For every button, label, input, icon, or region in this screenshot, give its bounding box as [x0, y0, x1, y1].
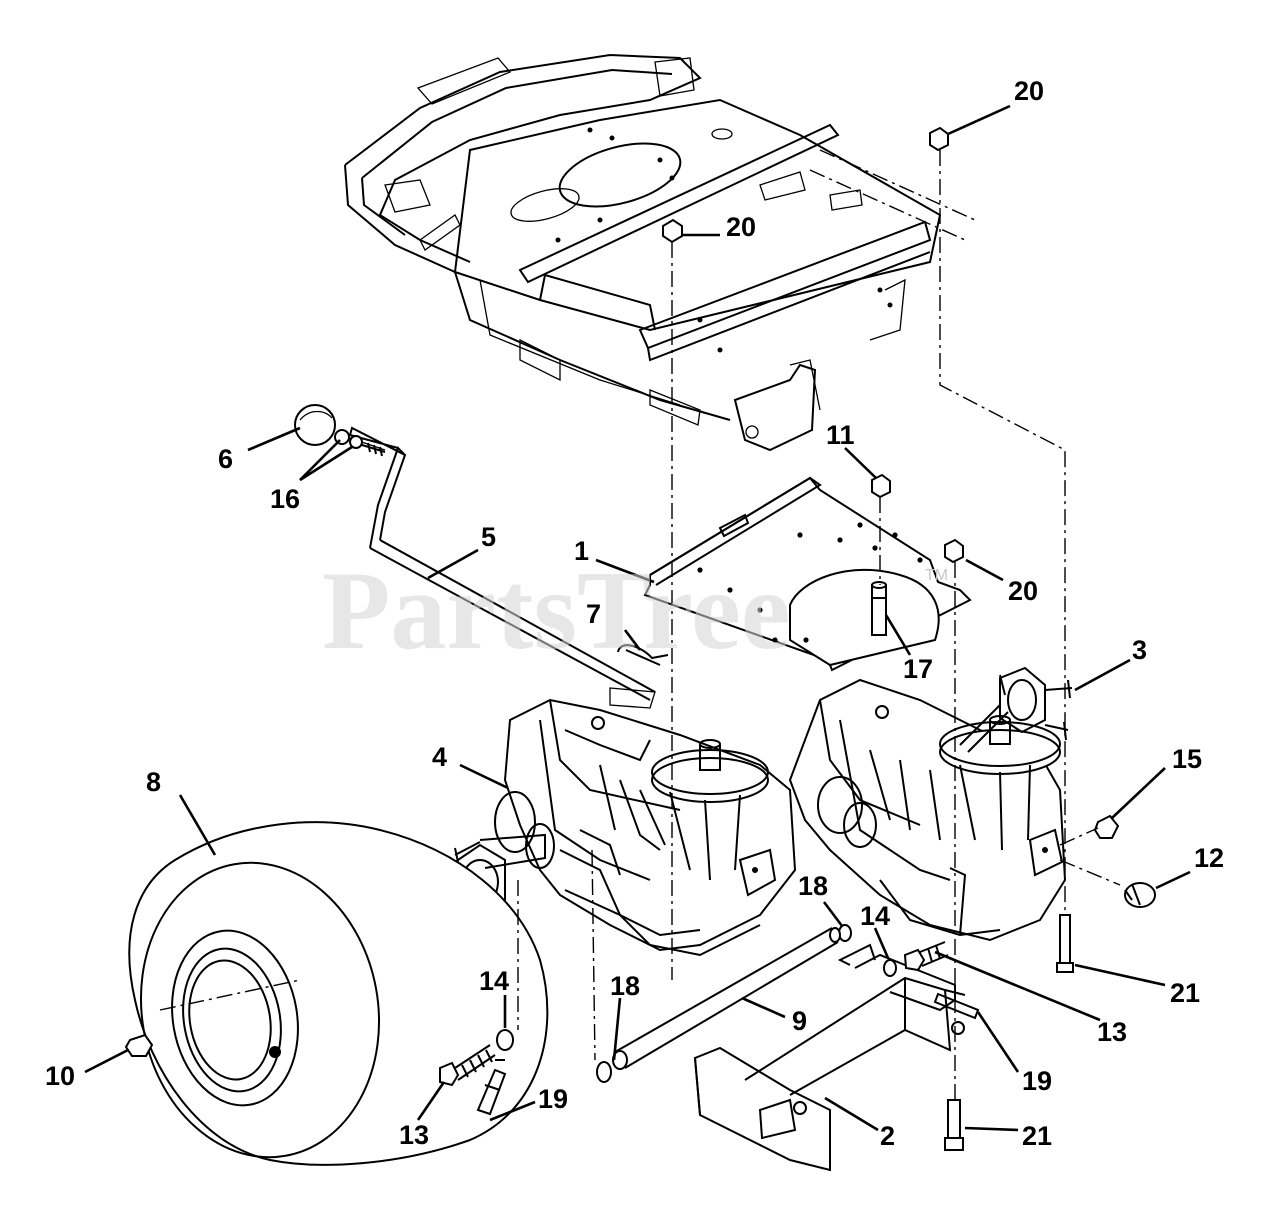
top-nut — [662, 218, 683, 244]
callout-11: 11 — [826, 420, 855, 450]
spring-pin — [476, 1059, 507, 1116]
hex-bolt — [903, 941, 949, 972]
seat-frame-assembly — [344, 53, 976, 452]
callout-1: 1 — [574, 536, 589, 566]
callout-13: 13 — [1097, 1017, 1127, 1047]
callout-15: 15 — [1172, 744, 1202, 774]
callout-20: 20 — [1008, 576, 1038, 606]
control-knob — [294, 404, 336, 446]
long-bolt — [944, 1099, 964, 1151]
left-transaxle — [479, 698, 797, 957]
top-nut — [944, 538, 964, 564]
callout-21: 21 — [1022, 1121, 1052, 1151]
hitch-bracket — [693, 943, 965, 1172]
callout-19: 19 — [1022, 1066, 1052, 1096]
watermark-text: PartsTree — [322, 549, 791, 673]
callout-12: 12 — [1194, 843, 1224, 873]
callout-8: 8 — [146, 767, 161, 797]
hairpin-clip — [617, 644, 669, 666]
callout-3: 3 — [1132, 635, 1147, 665]
callout-leaders — [84, 104, 1191, 1132]
end-cap — [1124, 882, 1156, 908]
callout-5: 5 — [481, 522, 496, 552]
callout-6: 6 — [218, 444, 233, 474]
callout-labels: 20 20 20 11 6 16 5 1 7 17 3 4 8 15 12 18… — [45, 76, 1224, 1151]
flat-washer — [596, 1061, 612, 1083]
callout-21: 21 — [1170, 978, 1200, 1008]
control-rod — [348, 426, 656, 709]
callout-17: 17 — [903, 654, 933, 684]
callout-16: 16 — [270, 484, 300, 514]
callout-9: 9 — [792, 1006, 807, 1036]
top-nut — [871, 473, 891, 499]
callout-18: 18 — [610, 971, 640, 1001]
top-nut — [929, 126, 949, 152]
washer — [883, 959, 897, 977]
hex-bolt — [439, 1044, 496, 1087]
right-wheel-hub — [959, 666, 1073, 753]
callout-19: 19 — [538, 1084, 568, 1114]
alignment-lines — [517, 150, 1121, 1100]
watermark-trademark: TM — [925, 567, 948, 584]
callout-2: 2 — [880, 1121, 895, 1151]
long-bolt — [1056, 914, 1074, 973]
callout-14: 14 — [860, 901, 890, 931]
hex-nut — [1093, 814, 1120, 839]
washer — [496, 1029, 514, 1051]
callout-20: 20 — [726, 212, 756, 242]
callout-14: 14 — [479, 966, 509, 996]
lug-nut — [124, 1033, 154, 1057]
right-transaxle — [788, 678, 1067, 942]
callout-4: 4 — [432, 742, 447, 772]
pivot-rod — [612, 927, 841, 1070]
callout-20: 20 — [1014, 76, 1044, 106]
callout-10: 10 — [45, 1061, 75, 1091]
callout-7: 7 — [586, 599, 601, 629]
pivot-pin — [871, 581, 887, 636]
rear-tire — [128, 821, 549, 1166]
callout-13: 13 — [399, 1120, 429, 1150]
spring-pin — [933, 989, 980, 1020]
callout-18: 18 — [798, 871, 828, 901]
knob-nuts — [334, 429, 386, 457]
